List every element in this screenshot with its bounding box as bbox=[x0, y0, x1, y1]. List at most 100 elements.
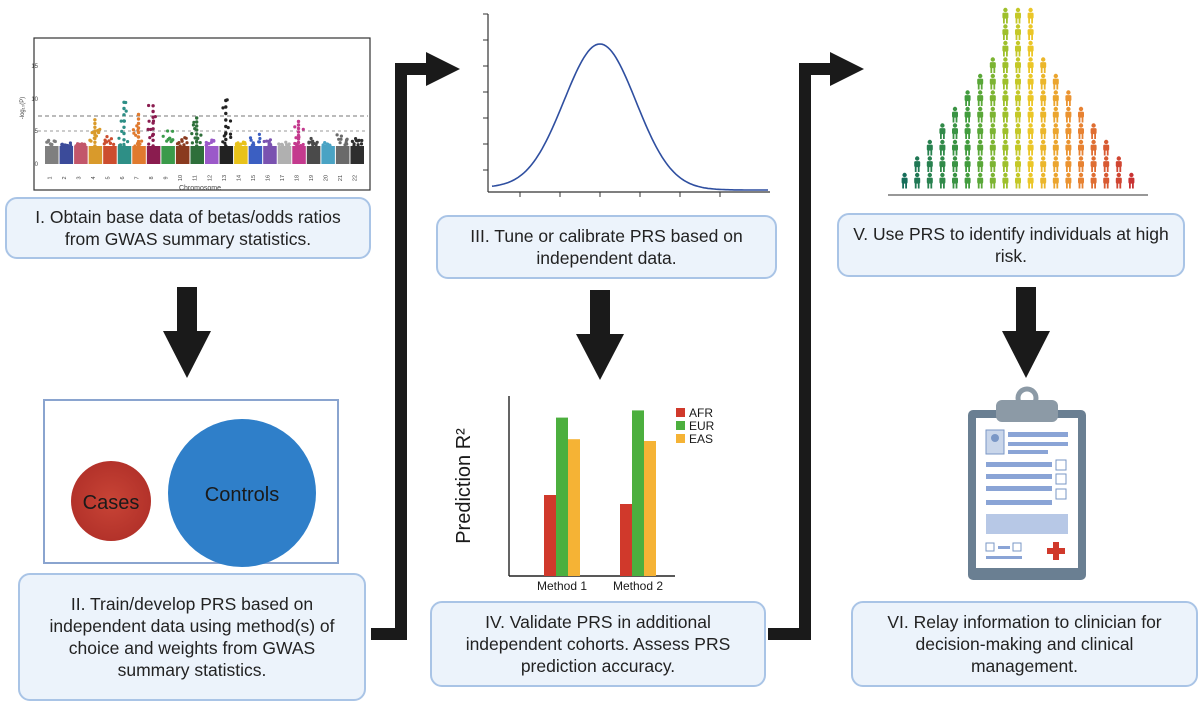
bar-afr-2 bbox=[620, 504, 632, 576]
person-icon bbox=[1015, 90, 1021, 106]
person-icon bbox=[1065, 106, 1072, 123]
person-icon bbox=[1040, 156, 1047, 172]
person-icon bbox=[1015, 40, 1021, 57]
snp-point bbox=[68, 141, 72, 145]
person-icon bbox=[1040, 139, 1047, 156]
snp-point bbox=[122, 113, 126, 117]
snp-point bbox=[190, 132, 194, 136]
cases-label: Cases bbox=[83, 492, 140, 514]
bar-marks: Method 1 Method 2 bbox=[537, 410, 663, 593]
snp-point bbox=[311, 139, 315, 143]
snp-point bbox=[354, 137, 358, 141]
step-4-caption: IV. Validate PRS in additional independe… bbox=[430, 601, 766, 687]
chromosome-tick-label: 8 bbox=[149, 176, 155, 179]
person-icon bbox=[952, 106, 958, 123]
person-icon bbox=[926, 156, 933, 172]
person-icon bbox=[1002, 156, 1009, 172]
bar-eur-1 bbox=[556, 417, 568, 576]
snp-point bbox=[239, 142, 243, 146]
snp-point bbox=[224, 137, 228, 142]
chromosome-band bbox=[219, 146, 234, 164]
chromosome-band bbox=[59, 146, 74, 164]
chromosome-band bbox=[234, 146, 248, 164]
person-icon bbox=[989, 57, 996, 73]
bar-category-label: Method 2 bbox=[613, 579, 663, 593]
person-icon bbox=[977, 106, 984, 123]
manhattan-ytick: 10 bbox=[31, 97, 38, 103]
chromosome-tick-label: 16 bbox=[266, 175, 272, 181]
bar-afr-1 bbox=[544, 495, 556, 576]
person-icon bbox=[964, 106, 971, 123]
snp-point bbox=[80, 142, 84, 146]
chromosome-tick-label: 22 bbox=[353, 175, 359, 181]
chromosome-band bbox=[205, 146, 219, 164]
chromosome-tick-label: 15 bbox=[251, 175, 257, 181]
chromosome-tick-label: 1 bbox=[47, 176, 53, 179]
legend-label-afr: AFR bbox=[689, 406, 713, 420]
person-icon bbox=[952, 172, 958, 189]
snp-point bbox=[136, 112, 141, 117]
person-icon bbox=[1040, 73, 1047, 90]
person-icon bbox=[1027, 156, 1034, 172]
legend-swatch-afr bbox=[676, 408, 685, 417]
snp-point bbox=[323, 141, 327, 145]
chromosome-tick-label: 11 bbox=[193, 175, 199, 181]
step-2-text: II. Train/develop PRS based on independe… bbox=[49, 594, 335, 680]
chromosome-band bbox=[175, 146, 190, 164]
snp-point bbox=[151, 127, 155, 131]
person-icon bbox=[1065, 172, 1072, 189]
step-3-caption: III. Tune or calibrate PRS based on inde… bbox=[436, 215, 777, 279]
snp-point bbox=[166, 137, 170, 142]
snp-point bbox=[46, 140, 50, 144]
snp-point bbox=[131, 128, 135, 132]
medical-cross-icon bbox=[1047, 542, 1065, 560]
person-icon bbox=[1002, 106, 1009, 123]
snp-point bbox=[293, 141, 297, 146]
snp-point bbox=[184, 136, 188, 140]
person-icon bbox=[1040, 172, 1047, 189]
snp-point bbox=[146, 127, 150, 131]
person-icon bbox=[1027, 57, 1034, 73]
chromosome-band bbox=[321, 146, 335, 164]
snp-point bbox=[122, 125, 126, 129]
chromosome-tick-label: 2 bbox=[62, 176, 68, 179]
person-icon bbox=[1040, 123, 1047, 139]
person-icon bbox=[1015, 7, 1021, 24]
bar-eas-1 bbox=[568, 439, 580, 576]
step-5-text: V. Use PRS to identify individuals at hi… bbox=[853, 224, 1169, 266]
manhattan-ytick: 15 bbox=[31, 64, 38, 70]
snp-point bbox=[122, 119, 126, 123]
snp-point bbox=[352, 142, 356, 146]
person-icon bbox=[1103, 156, 1110, 172]
step-1-text: I. Obtain base data of betas/odds ratios… bbox=[35, 207, 341, 249]
snp-point bbox=[269, 143, 273, 147]
chromosome-band bbox=[292, 146, 306, 164]
snp-point bbox=[357, 138, 361, 142]
snp-point bbox=[88, 138, 92, 142]
snp-point bbox=[195, 128, 199, 132]
person-icon bbox=[1078, 139, 1084, 156]
bar-category-label: Method 1 bbox=[537, 579, 587, 593]
snp-point bbox=[195, 120, 199, 124]
snp-point bbox=[204, 140, 208, 145]
person-icon bbox=[1002, 24, 1009, 40]
chromosome-band bbox=[103, 146, 117, 164]
arrow-down-2 bbox=[576, 290, 624, 380]
step-3-text: III. Tune or calibrate PRS based on inde… bbox=[470, 226, 743, 268]
snp-point bbox=[195, 124, 199, 128]
snp-point bbox=[93, 136, 97, 141]
snp-point bbox=[294, 136, 298, 140]
person-icon bbox=[964, 139, 971, 156]
snp-point bbox=[328, 144, 332, 148]
step-2-caption: II. Train/develop PRS based on independe… bbox=[18, 573, 366, 701]
person-icon bbox=[977, 123, 984, 139]
snp-point bbox=[222, 134, 226, 138]
person-icon bbox=[989, 73, 996, 90]
person-icon bbox=[1002, 139, 1009, 156]
snp-point bbox=[151, 115, 155, 120]
snp-point bbox=[136, 130, 141, 135]
snp-point bbox=[151, 138, 155, 142]
clipboard-clip bbox=[996, 400, 1058, 422]
controls-circle bbox=[168, 419, 316, 567]
chromosome-tick-label: 9 bbox=[164, 176, 170, 179]
